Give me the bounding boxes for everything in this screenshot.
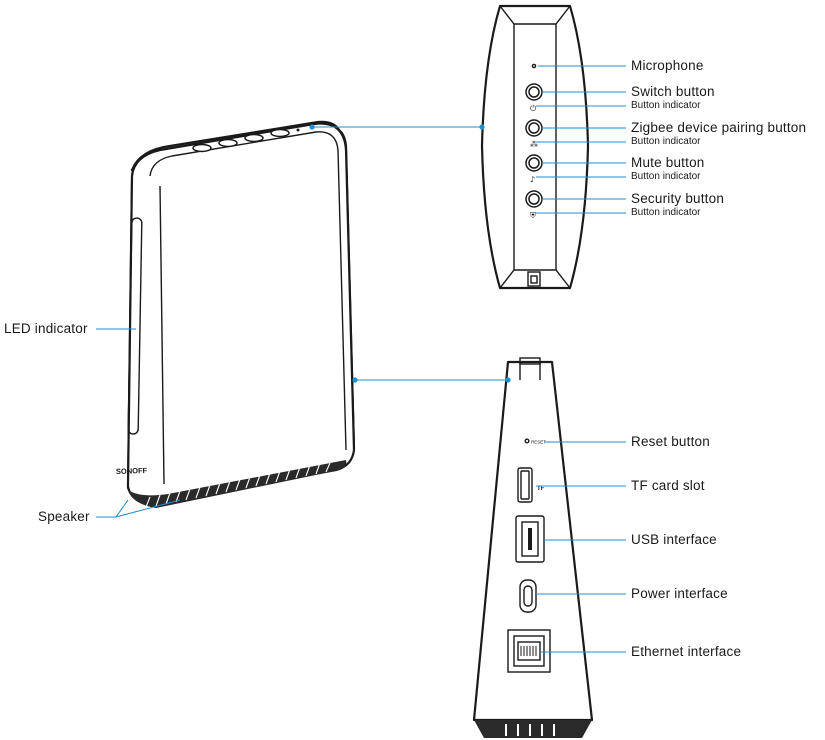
- svg-text:⁂: ⁂: [530, 139, 538, 149]
- top-button: [218, 138, 238, 148]
- label-button-indicator: Button indicator: [631, 171, 701, 182]
- label-switch-button: Switch button: [631, 84, 715, 99]
- label-led-indicator: LED indicator: [4, 321, 88, 336]
- ethernet-port-shape: [507, 629, 551, 673]
- tf-marking: TF: [537, 486, 545, 492]
- brand-logo: SONOFF: [116, 466, 148, 476]
- svg-text:♪: ♪: [530, 175, 535, 184]
- label-button-indicator: Button indicator: [631, 136, 701, 147]
- top-button: [244, 133, 264, 143]
- label-tf-card-slot: TF card slot: [631, 478, 705, 493]
- leader-lines: [96, 65, 626, 653]
- usbc-port-shape: [519, 579, 537, 613]
- label-speaker: Speaker: [38, 509, 90, 524]
- label-ethernet-interface: Ethernet interface: [631, 644, 742, 659]
- top-view-device: ⏻ ⁂ ♪ ⛨: [480, 4, 590, 290]
- reset-marking: RESET: [531, 440, 546, 445]
- svg-text:⏻: ⏻: [530, 104, 537, 113]
- speaker-grille: [128, 460, 347, 508]
- top-button: [270, 128, 290, 138]
- label-button-indicator: Button indicator: [631, 100, 701, 111]
- label-security-button: Security button: [631, 191, 725, 206]
- led-light-bar: [127, 217, 143, 435]
- usb-port-shape: [515, 515, 545, 563]
- label-power-interface: Power interface: [631, 586, 728, 601]
- main-device: SONOFF: [116, 120, 356, 508]
- reset-hole: [524, 438, 530, 444]
- label-button-indicator: Button indicator: [631, 207, 701, 218]
- label-microphone: Microphone: [631, 58, 704, 73]
- mic-hole: [296, 128, 300, 132]
- tf-slot-shape: [517, 467, 533, 503]
- label-mute-button: Mute button: [631, 155, 705, 170]
- top-button: [192, 143, 212, 153]
- back-view-device: RESET TF: [472, 357, 594, 738]
- svg-text:⛨: ⛨: [530, 211, 536, 220]
- microphone-hole: [531, 63, 537, 69]
- label-usb-interface: USB interface: [631, 532, 717, 547]
- label-zigbee-button: Zigbee device pairing button: [631, 120, 807, 135]
- label-reset-button: Reset button: [631, 434, 710, 449]
